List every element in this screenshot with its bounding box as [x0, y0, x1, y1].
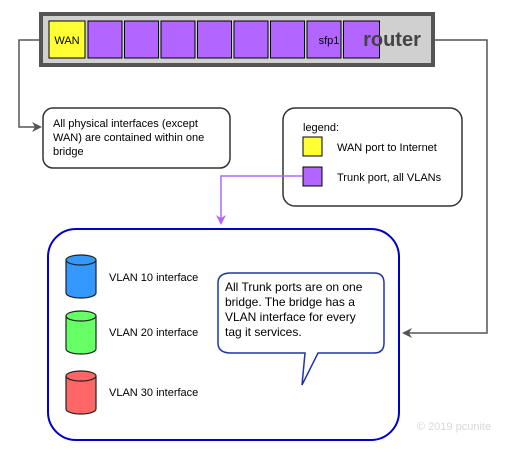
vlan-10-cylinder-icon [65, 260, 97, 299]
router-to-note-connector [18, 39, 42, 132]
trunk-port [270, 20, 305, 59]
trunk-port [233, 20, 269, 59]
router-to-bridge-connector [402, 39, 488, 338]
vlan-20-cylinder-icon [65, 316, 97, 355]
vlan-30-label: VLAN 30 interface [109, 387, 198, 399]
vlan-30-cylinder-top [65, 370, 97, 382]
copyright-watermark: © 2019 pcunite [417, 421, 491, 433]
vlan-20: VLAN 20 interface [65, 310, 198, 355]
legend-trunk-swatch [302, 166, 323, 187]
bridge-note-line: All physical interfaces (except [53, 118, 198, 130]
legend-wan-label: WAN port to Internet [337, 142, 437, 154]
legend-box [282, 107, 463, 207]
legend-trunk-label: Trunk port, all VLANs [337, 172, 442, 184]
callout-line: tag it services. [225, 325, 302, 339]
vlan-10: VLAN 10 interface [65, 254, 198, 299]
callout-line: VLAN interface for every [225, 310, 356, 324]
wan-port-label: WAN [54, 35, 79, 47]
bridge-note: All physical interfaces (except WAN) are… [42, 107, 231, 169]
legend-title: legend: [303, 122, 339, 134]
vlan-10-label: VLAN 10 interface [109, 272, 198, 284]
callout-text: All Trunk ports are on one bridge. The b… [225, 280, 366, 339]
legend-wan-swatch [302, 136, 323, 157]
trunk-callout: All Trunk ports are on one bridge. The b… [217, 272, 385, 386]
trunk-port [306, 20, 342, 59]
vlan-30-cylinder-icon [65, 376, 97, 415]
wan-port [48, 20, 86, 59]
vlan-20-label: VLAN 20 interface [109, 327, 198, 339]
vlan-30: VLAN 30 interface [65, 370, 198, 415]
router: WAN sfp1 router [39, 12, 435, 67]
sfp-port [343, 20, 380, 59]
legend-to-bridge-connector [216, 175, 302, 225]
sfp-port-label: sfp1 [319, 35, 340, 47]
vlan-20-cylinder-top [65, 310, 97, 322]
trunk-ports [87, 20, 380, 59]
bridge-note-text: All physical interfaces (except WAN) are… [53, 118, 207, 158]
trunk-port [197, 20, 232, 59]
callout-line: All Trunk ports are on one [225, 280, 363, 294]
bridge-note-line: bridge [53, 146, 84, 158]
router-label: router [363, 29, 421, 51]
bridge-note-line: WAN) are contained within one [53, 132, 204, 144]
legend: legend: WAN port to Internet Trunk port,… [282, 107, 463, 207]
callout-line: bridge. The bridge has a [225, 295, 355, 309]
trunk-port [124, 20, 159, 59]
callout-bubble [217, 272, 385, 386]
trunk-port [87, 20, 123, 59]
bridge-note-box [42, 107, 231, 169]
trunk-port [160, 20, 196, 59]
vlan-10-cylinder-top [65, 254, 97, 266]
